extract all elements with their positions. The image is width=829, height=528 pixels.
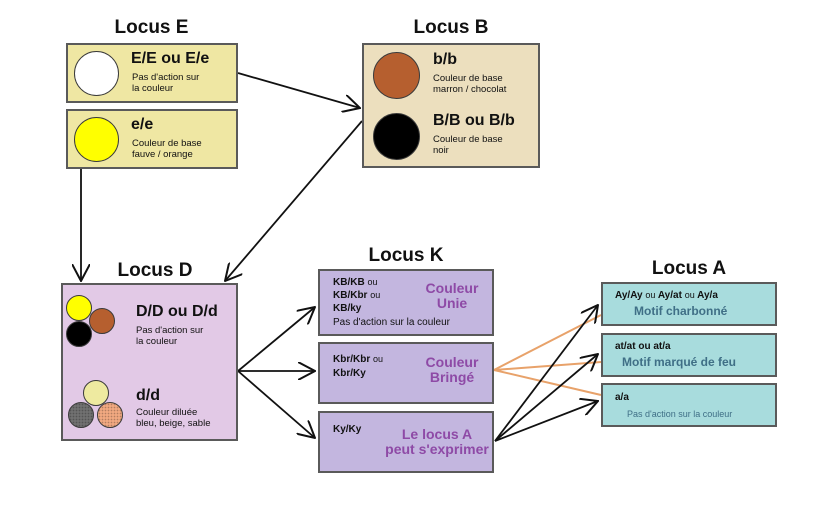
description-line: Pas d'action sur	[132, 72, 200, 83]
arrow-d-to-k3	[237, 370, 315, 438]
genotype-line: Ky/Ky	[333, 424, 362, 435]
locus-a-box-recessive: a/a Pas d'action sur la couleur	[601, 383, 777, 427]
genotype-line: KB/KB ou	[333, 277, 378, 288]
brown-swatch-icon	[373, 52, 420, 99]
genotype-label: e/e	[131, 116, 154, 133]
phenotype-label: Couleur Unie	[425, 280, 479, 311]
description-line: bleu, beige, sable	[136, 418, 211, 429]
locus-a-box-tan: at/at ou at/a Motif marqué de feu	[601, 333, 777, 377]
locus-e-box-dominant: E/E ou E/e Pas d'action sur la couleur	[66, 43, 238, 103]
description-line: Couleur de base	[433, 134, 503, 145]
locus-k-box-brindle: Kbr/Kbr ou Kbr/Ky Couleur Bringé	[318, 342, 494, 404]
grey-swatch-icon	[68, 402, 94, 428]
black-swatch-icon	[373, 113, 420, 160]
pale-yellow-swatch-icon	[83, 380, 109, 406]
description-line: Couleur de base	[132, 138, 202, 149]
locus-k-title: Locus K	[368, 245, 444, 266]
genotype-label: B/B ou B/b	[433, 112, 515, 129]
description-line: marron / chocolat	[433, 84, 507, 95]
genotype-label: b/b	[433, 51, 457, 68]
genotype-line: Kbr/Kbr ou	[333, 354, 384, 365]
description-line: fauve / orange	[132, 149, 193, 160]
genotype-line: Ay/Ay ou Ay/at ou Ay/a	[615, 290, 718, 301]
white-swatch-icon	[74, 51, 119, 96]
yellow-swatch-icon	[74, 117, 119, 162]
locus-a-box-sable: Ay/Ay ou Ay/at ou Ay/a Motif charbonné	[601, 282, 777, 326]
note-text: Pas d'action sur la couleur	[333, 317, 450, 328]
genotype-label: D/D ou D/d	[136, 303, 218, 320]
description-line: noir	[433, 145, 449, 156]
locus-e-box-recessive: e/e Couleur de base fauve / orange	[66, 109, 238, 169]
genotype-line: at/at ou at/a	[615, 341, 671, 352]
locus-a-title: Locus A	[651, 258, 727, 279]
brown-swatch-icon	[89, 308, 115, 334]
phenotype-label: Couleur Bringé	[425, 354, 479, 385]
description-line: Couleur diluée	[136, 407, 198, 418]
genotype-line: KB/Kbr ou	[333, 290, 381, 301]
genotype-label: E/E ou E/e	[131, 50, 210, 67]
phenotype-label: Motif marqué de feu	[622, 355, 737, 369]
locus-d-box: D/D ou D/d Pas d'action sur la couleur d…	[61, 283, 238, 441]
arrow-ky-to-a1	[494, 305, 598, 442]
description-line: la couleur	[132, 83, 174, 94]
genotype-line: Kbr/Ky	[333, 368, 366, 379]
black-swatch-icon	[66, 321, 92, 347]
genotype-line: a/a	[615, 392, 629, 403]
description-line: Pas d'action sur	[136, 325, 204, 336]
sand-swatch-icon	[97, 402, 123, 428]
locus-b-box: b/b Couleur de base marron / chocolat B/…	[362, 43, 540, 168]
description-line: Couleur de base	[433, 73, 503, 84]
locus-k-box-fawn: Ky/Ky Le locus A peut s'exprimer	[318, 411, 494, 473]
description-line: la couleur	[136, 336, 178, 347]
arrow-d-to-k1	[237, 307, 315, 372]
arrow-e-to-b	[237, 72, 360, 108]
phenotype-label: Motif charbonné	[634, 304, 728, 318]
locus-k-box-solid: KB/KB ou KB/Kbr ou KB/ky Pas d'action su…	[318, 269, 494, 336]
phenotype-label: Le locus A peut s'exprimer	[385, 426, 489, 457]
arrow-ky-to-a3	[494, 401, 598, 442]
yellow-swatch-icon	[66, 295, 92, 321]
locus-d-title: Locus D	[117, 260, 193, 281]
arrow-ky-to-a2	[494, 354, 598, 442]
genotype-line: KB/ky	[333, 303, 362, 314]
note-text: Pas d'action sur la couleur	[627, 409, 733, 419]
locus-b-title: Locus B	[413, 17, 489, 38]
locus-e-title: Locus E	[114, 17, 189, 38]
genotype-label: d/d	[136, 387, 160, 404]
arrow-b-to-d	[225, 120, 363, 281]
orange-link-brindle-to-a3	[493, 369, 602, 396]
